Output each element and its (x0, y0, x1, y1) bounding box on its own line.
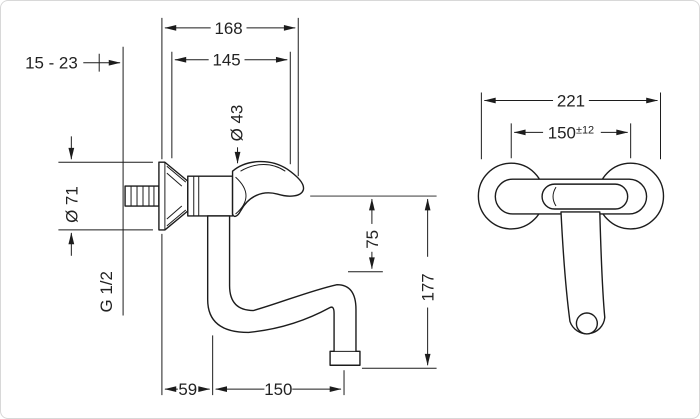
escutcheon-hatch (166, 165, 187, 227)
side-view: 15 - 23 168 145 Ø 43 (25, 17, 438, 399)
dim-dia71-label: Ø 71 (62, 186, 81, 223)
dim-wall-distance: 15 - 23 (25, 54, 121, 73)
dim-dia43-label: Ø 43 (228, 105, 247, 142)
escutcheon-cone (158, 161, 189, 231)
lever-handle (231, 160, 305, 218)
front-view-faucet (477, 162, 665, 335)
side-view-faucet (124, 160, 361, 366)
lever-handle-front (541, 183, 629, 210)
dim-59-label: 59 (178, 380, 197, 399)
dim-centers-tolerance: ±12 (576, 124, 594, 136)
dim-wall-distance-label: 15 - 23 (25, 54, 78, 73)
aerator-front (575, 312, 599, 335)
dim-centers-label: 150±12 (548, 123, 594, 142)
dim-221-label: 221 (557, 91, 585, 110)
spout-outline (206, 215, 361, 366)
dim-spout-projection: 145 (171, 51, 291, 165)
dim-total-projection: 168 (161, 17, 299, 177)
front-view: 221 150±12 (477, 91, 665, 335)
dim-centers-value: 150 (548, 123, 576, 142)
handle-base-arc (552, 186, 557, 207)
dim-escutcheon-diameter: Ø 71 (58, 136, 153, 256)
dim-168-label: 168 (214, 19, 242, 38)
dim-height: 177 (310, 195, 438, 369)
dim-spout-diameter: Ø 43 (228, 105, 247, 164)
dim-75-label: 75 (363, 230, 382, 249)
dim-total-width: 221 (480, 91, 662, 160)
dim-bottom-chain: 59 150 (161, 233, 345, 399)
cartridge-dome-arc (235, 176, 247, 215)
dim-150-label: 150 (264, 380, 292, 399)
handle-detail-line (240, 163, 286, 172)
mixer-body (187, 175, 234, 217)
thread-label: G 1/2 (97, 271, 116, 312)
dim-drop: 75 (348, 198, 383, 273)
dim-177-label: 177 (419, 273, 438, 301)
dim-145-label: 145 (212, 51, 240, 70)
thread-lines (130, 186, 155, 207)
dim-connection-centers: 150±12 (510, 123, 632, 159)
